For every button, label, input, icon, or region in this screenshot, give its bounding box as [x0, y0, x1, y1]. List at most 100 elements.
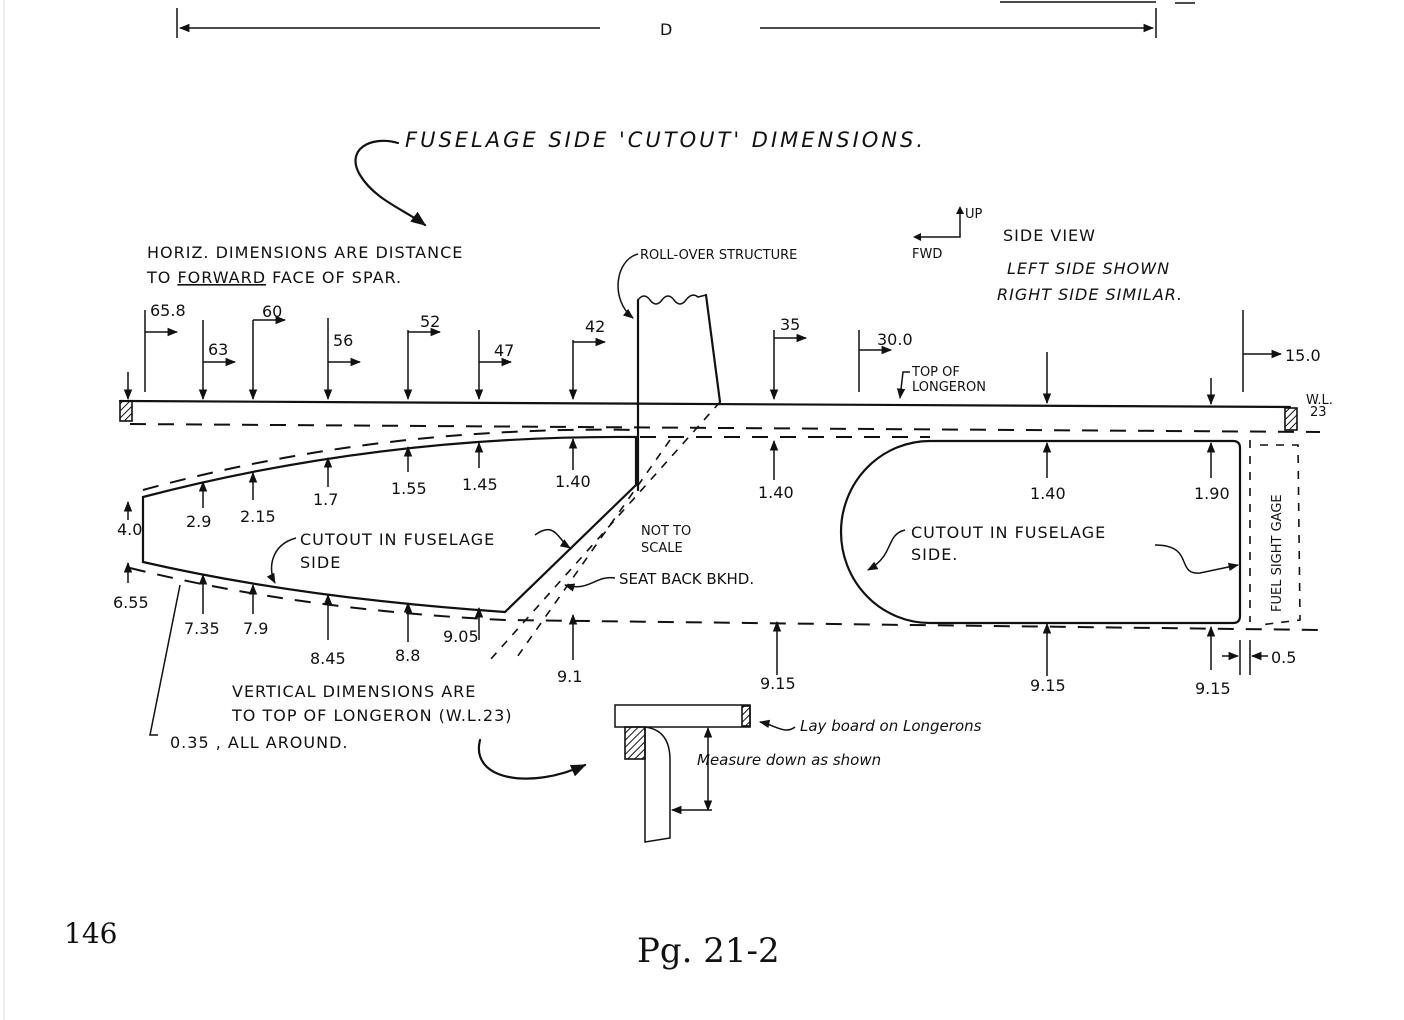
station-marker: 52 — [403, 312, 442, 401]
lay-board-label: Lay board on Longerons — [800, 717, 982, 735]
offset-dimension: 9.15 — [1195, 625, 1231, 698]
offset-value: 6.55 — [113, 593, 149, 612]
offset-dimension: 1.40 — [758, 439, 794, 502]
offset-value: 1.40 — [555, 472, 591, 491]
wl-label-2: 23 — [1310, 405, 1327, 420]
offset-value: 1.90 — [1194, 484, 1230, 503]
station-value: 47 — [494, 341, 514, 360]
detail-arrow — [477, 738, 587, 780]
rollover-label: ROLL-OVER STRUCTURE — [640, 248, 797, 263]
station-value: 15.0 — [1285, 346, 1321, 365]
rollover-structure — [489, 293, 722, 661]
station-value: 65.8 — [150, 301, 186, 320]
offset-dimension: 1.7 — [313, 456, 338, 509]
offset-value: 8.8 — [395, 646, 420, 665]
top-of-longeron-label-2: LONGERON — [912, 380, 986, 395]
offset-dimension: 1.90 — [1194, 441, 1230, 503]
offset-dimension: 1.55 — [391, 445, 427, 498]
station-marker: 15.0 — [1242, 310, 1321, 392]
page-label: Pg. 21-2 — [637, 931, 780, 971]
measure-down-label: Measure down as shown — [697, 751, 881, 769]
station-marker: 30.0 — [858, 330, 913, 392]
offset-dimension: 1.45 — [462, 441, 498, 494]
offset-dimension: 6.55 — [113, 561, 149, 612]
station-value: 63 — [208, 340, 228, 359]
station-value: 30.0 — [877, 330, 913, 349]
station-marker: 56 — [323, 318, 362, 401]
offset-dimension: 1.40 — [555, 437, 591, 491]
station-value: 52 — [420, 312, 440, 331]
offset-dimension: 7.35 — [184, 573, 220, 638]
up-label: UP — [965, 207, 983, 222]
vertical-note-line1: VERTICAL DIMENSIONS ARE — [232, 682, 476, 701]
orientation-indicator: UP FWD — [912, 206, 983, 262]
offset-value: 7.9 — [243, 619, 268, 638]
right-side-similar: RIGHT SIDE SIMILAR. — [997, 285, 1183, 304]
offset-dimension: 8.45 — [310, 593, 346, 668]
gap-value: 0.5 — [1271, 648, 1296, 667]
offset-dimension: 7.9 — [243, 583, 268, 638]
title-group: FUSELAGE SIDE 'CUTOUT' DIMENSIONS. — [354, 128, 926, 227]
cutout-aft-label-1: CUTOUT IN FUSELAGE — [911, 523, 1106, 542]
not-to-scale-1: NOT TO — [641, 524, 691, 539]
offset-value: 8.45 — [310, 649, 346, 668]
horiz-note-line1: HORIZ. DIMENSIONS ARE DISTANCE — [147, 243, 463, 262]
station-marker: 63 — [198, 320, 237, 401]
offset-value: 9.15 — [1030, 676, 1066, 695]
offset-value: 1.40 — [758, 483, 794, 502]
offset-value: 9.15 — [760, 674, 796, 693]
offset-value: 1.40 — [1030, 484, 1066, 503]
offset-value: 1.55 — [391, 479, 427, 498]
top-of-longeron-label-1: TOP OF — [911, 365, 960, 380]
offset-dimension: 2.15 — [240, 471, 276, 526]
station-value: 42 — [585, 317, 605, 336]
cutout-forward-label-2: SIDE — [300, 553, 341, 572]
aft-cutout-outline — [839, 439, 1242, 625]
offset-dimension: 9.05 — [443, 606, 484, 646]
offset-dimension: 4.0 — [117, 500, 142, 539]
gap-dimension: 0.5 — [1222, 640, 1296, 675]
fwd-spar-section — [119, 400, 133, 422]
offset-value: 7.35 — [184, 619, 220, 638]
cutout-aft-label-2: SIDE. — [911, 545, 958, 564]
drawing-title: FUSELAGE SIDE 'CUTOUT' DIMENSIONS. — [405, 128, 926, 152]
page-number: 146 — [64, 917, 117, 950]
aft-spar-section — [1284, 407, 1298, 431]
offset-value: 1.45 — [462, 475, 498, 494]
top-dimension-d: D — [176, 1, 1195, 39]
station-value: 60 — [262, 302, 282, 321]
offset-dimension: 8.8 — [395, 601, 420, 665]
fwd-label: FWD — [912, 247, 942, 262]
measurement-detail: Lay board on Longerons Measure down as s… — [614, 704, 982, 843]
offset-dimension: 1.40 — [1030, 441, 1066, 503]
dimension-d-label: D — [660, 20, 673, 39]
all-around-note: 0.35 , ALL AROUND. — [170, 733, 348, 752]
vertical-offsets: 4.0 2.9 2.15 1.7 1.55 1.45 1.40 1.40 1.40 1.90 6.5… — [113, 437, 1231, 698]
cutout-forward-label-1: CUTOUT IN FUSELAGE — [300, 530, 495, 549]
wl-label-1: W.L. — [1306, 393, 1333, 408]
horizontal-stations: 65.8 63 60 56 52 47 42 35 30.0 15.0 — [123, 301, 1321, 406]
all-around-leader — [149, 584, 181, 736]
offset-dimension: 9.15 — [760, 620, 796, 693]
station-value: 35 — [780, 315, 800, 334]
offset-value: 2.9 — [186, 512, 211, 531]
offset-value: 1.7 — [313, 490, 338, 509]
seat-back-label: SEAT BACK BKHD. — [619, 570, 754, 588]
station-value: 56 — [333, 331, 353, 350]
horiz-note-line2: TO FORWARD FACE OF SPAR. — [146, 268, 402, 287]
station-marker: 35 — [769, 315, 808, 401]
station-marker: 60 — [248, 302, 287, 401]
longeron-bottom-dashed — [129, 423, 1321, 433]
offset-value: 9.1 — [557, 667, 582, 686]
offset-dimension: 9.1 — [557, 613, 582, 686]
offset-dimension: 9.15 — [1030, 622, 1066, 695]
longeron-top-line — [118, 399, 1292, 409]
not-to-scale-2: SCALE — [641, 541, 683, 556]
offset-value: 4.0 — [117, 520, 142, 539]
forward-cutout-outline — [141, 435, 638, 614]
offset-value: 9.05 — [443, 627, 479, 646]
vertical-note-line2: TO TOP OF LONGERON (W.L.23) — [231, 706, 513, 725]
station-marker: 42 — [568, 317, 607, 401]
offset-value: 2.15 — [240, 507, 276, 526]
